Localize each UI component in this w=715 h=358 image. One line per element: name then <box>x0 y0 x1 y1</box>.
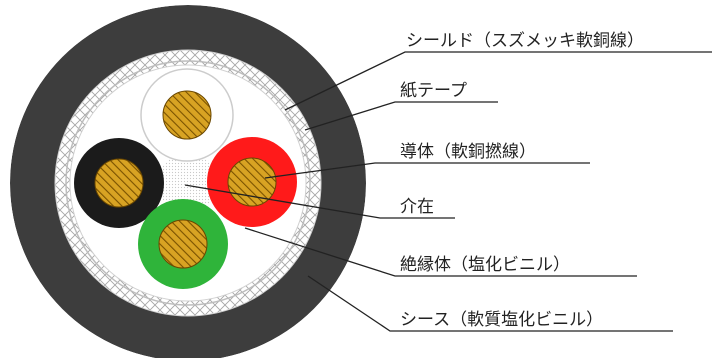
label-filler: 介在 <box>400 197 434 217</box>
label-shield: シールド（スズメッキ軟銅線） <box>406 31 644 51</box>
leader-insulation <box>244 227 637 277</box>
core-black <box>74 138 164 228</box>
leader-paper-tape <box>304 101 498 131</box>
leader-conductor <box>264 162 590 179</box>
leader-filler <box>184 184 455 219</box>
leader-sheath <box>307 275 673 332</box>
conductor-white <box>162 90 212 140</box>
label-conductor: 導体（軟銅撚線） <box>400 142 536 162</box>
conductor-green <box>158 219 208 269</box>
shield-inner-ring <box>65 60 311 306</box>
core-red <box>207 137 297 227</box>
leader-lines <box>184 51 712 332</box>
label-sheath: シース（軟質塩化ビニル） <box>400 310 603 330</box>
label-paper-tape: 紙テープ <box>400 81 467 101</box>
core-green <box>138 199 228 289</box>
label-insulation: 絶縁体（塩化ビニル） <box>400 255 570 275</box>
leader-shield <box>284 51 712 111</box>
core-white <box>140 68 234 162</box>
labels: シールド（スズメッキ軟銅線） 紙テープ 導体（軟銅撚線） 介在 絶縁体（塩化ビニ… <box>400 31 644 330</box>
filler-area <box>158 153 218 213</box>
conductor-black <box>94 158 144 208</box>
